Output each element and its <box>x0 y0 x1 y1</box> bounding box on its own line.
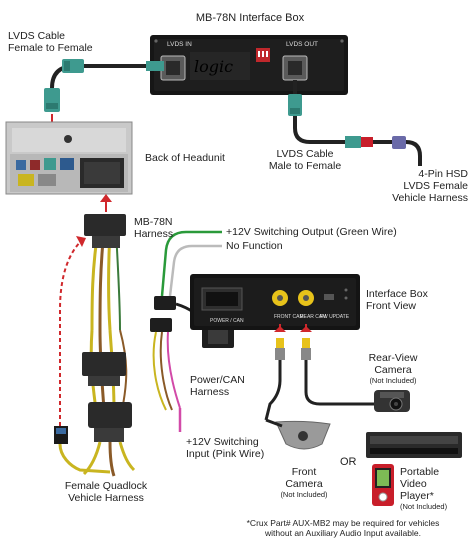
interface-box-title: MB-78N Interface Box <box>195 12 305 24</box>
rear-camera-label-line2: Camera <box>374 364 412 376</box>
lvds-cable-ff-label-line2: Female to Female <box>8 42 93 54</box>
dotted-arrow-quadlock <box>59 236 86 426</box>
rear-cam-port-label: REAR CAM <box>300 314 326 320</box>
headunit-device <box>366 432 462 458</box>
quadlock-label-line2: Vehicle Harness <box>68 492 144 504</box>
front-camera-label-line1: Front <box>291 466 317 478</box>
rear-camera-label-line1: Rear-View <box>368 352 418 364</box>
pink-wire-label-line2: Input (Pink Wire) <box>186 448 265 460</box>
female-quadlock-connector <box>54 426 111 474</box>
power-can-harness <box>150 230 234 432</box>
interface-box-front <box>190 274 360 330</box>
brand-logo-text: logic <box>194 57 233 76</box>
power-can-port-label: POWER / CAN <box>210 318 244 324</box>
front-cam-port-label: FRONT CAM <box>274 314 304 320</box>
hsd-label-line3: Vehicle Harness <box>392 192 468 204</box>
back-of-headunit-label: Back of Headunit <box>145 152 225 164</box>
lvds-out-port-label: LVDS OUT <box>286 41 318 48</box>
front-camera-not-included: (Not Included) <box>280 490 328 499</box>
or-label: OR <box>340 456 357 468</box>
lvds-in-port-label: LVDS IN <box>167 41 192 48</box>
arrow-harness-to-headunit <box>100 194 112 212</box>
rca-cable-front <box>264 324 286 421</box>
rear-view-camera <box>374 390 410 412</box>
headunit-back <box>5 121 133 195</box>
pvp-label-line3: Player* <box>400 490 434 502</box>
fw-update-port-label: FW UPDATE <box>320 314 350 320</box>
pink-wire-label-line1: +12V Switching <box>186 436 259 448</box>
hsd-label-line1: 4-Pin HSD <box>418 168 468 180</box>
interface-box-top <box>150 35 348 95</box>
footnote-line2: without an Auxiliary Audio Input availab… <box>265 528 421 538</box>
lvds-cable-male-female <box>288 80 422 166</box>
power-can-label-line1: Power/CAN <box>190 374 245 386</box>
lvds-cable-mf-label-line1: LVDS Cable <box>276 148 334 160</box>
footnote-line1: *Crux Part# AUX-MB2 may be required for … <box>246 518 440 528</box>
mb78n-harness <box>82 214 136 477</box>
lvds-cable-mf-label-line2: Male to Female <box>268 160 342 172</box>
lvds-cable-ff-label-line1: LVDS Cable <box>8 30 66 42</box>
pvp-label-line1: Portable <box>400 466 440 478</box>
pvp-not-included: (Not Included) <box>400 502 448 511</box>
pvp-label-line2: Video <box>400 478 427 490</box>
interface-box-front-label-line1: Interface Box <box>366 288 428 300</box>
quadlock-label-line1: Female Quadlock <box>64 480 148 492</box>
hsd-label-line2: LVDS Female <box>403 180 468 192</box>
rear-camera-not-included: (Not Included) <box>369 376 417 385</box>
lvds-cable-female-female <box>44 59 164 112</box>
harness-label-line1: MB-78N <box>134 216 173 228</box>
front-camera <box>265 418 331 450</box>
front-camera-label-line2: Camera <box>285 478 323 490</box>
harness-label-line2: Harness <box>134 228 174 240</box>
green-wire-label: +12V Switching Output (Green Wire) <box>226 226 397 238</box>
no-function-label: No Function <box>226 240 283 252</box>
rca-cable-rear <box>300 324 374 406</box>
portable-video-player <box>372 464 394 506</box>
power-can-label-line2: Harness <box>190 386 230 398</box>
interface-box-front-label-line2: Front View <box>366 300 416 312</box>
